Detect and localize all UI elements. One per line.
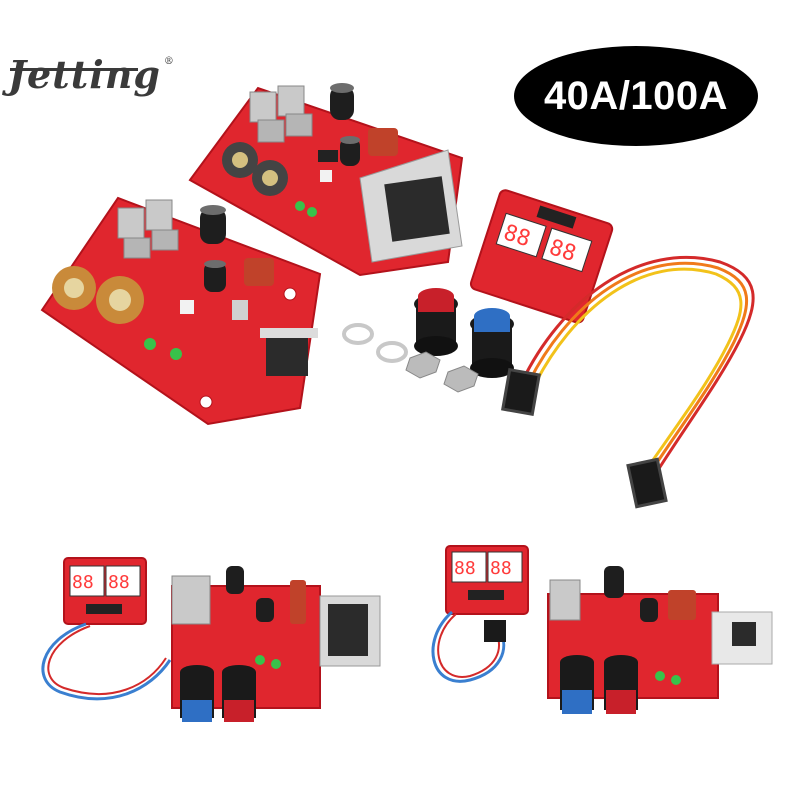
assembly-right: 88 88 xyxy=(431,545,773,714)
rating-badge: 40A/100A xyxy=(514,46,758,146)
rating-badge-label: 40A/100A xyxy=(543,73,729,118)
registered-mark: ® xyxy=(163,56,175,67)
assembly-left: 88 88 xyxy=(41,557,381,722)
brand-name: Jetting xyxy=(8,52,161,97)
washers-and-nuts xyxy=(342,323,479,393)
blue-knob xyxy=(470,308,514,378)
ribbon-cable xyxy=(501,256,755,509)
red-knob xyxy=(414,288,458,356)
svg-text:88: 88 xyxy=(454,558,476,579)
brand-logo: Jetting ® xyxy=(8,52,174,97)
main-board-front xyxy=(40,196,322,426)
svg-text:88: 88 xyxy=(72,572,94,593)
main-board-back xyxy=(188,83,464,277)
brand-underline xyxy=(10,68,138,71)
svg-text:88: 88 xyxy=(490,558,512,579)
display-board-top: 88 88 xyxy=(469,189,614,324)
svg-text:88: 88 xyxy=(108,572,130,593)
